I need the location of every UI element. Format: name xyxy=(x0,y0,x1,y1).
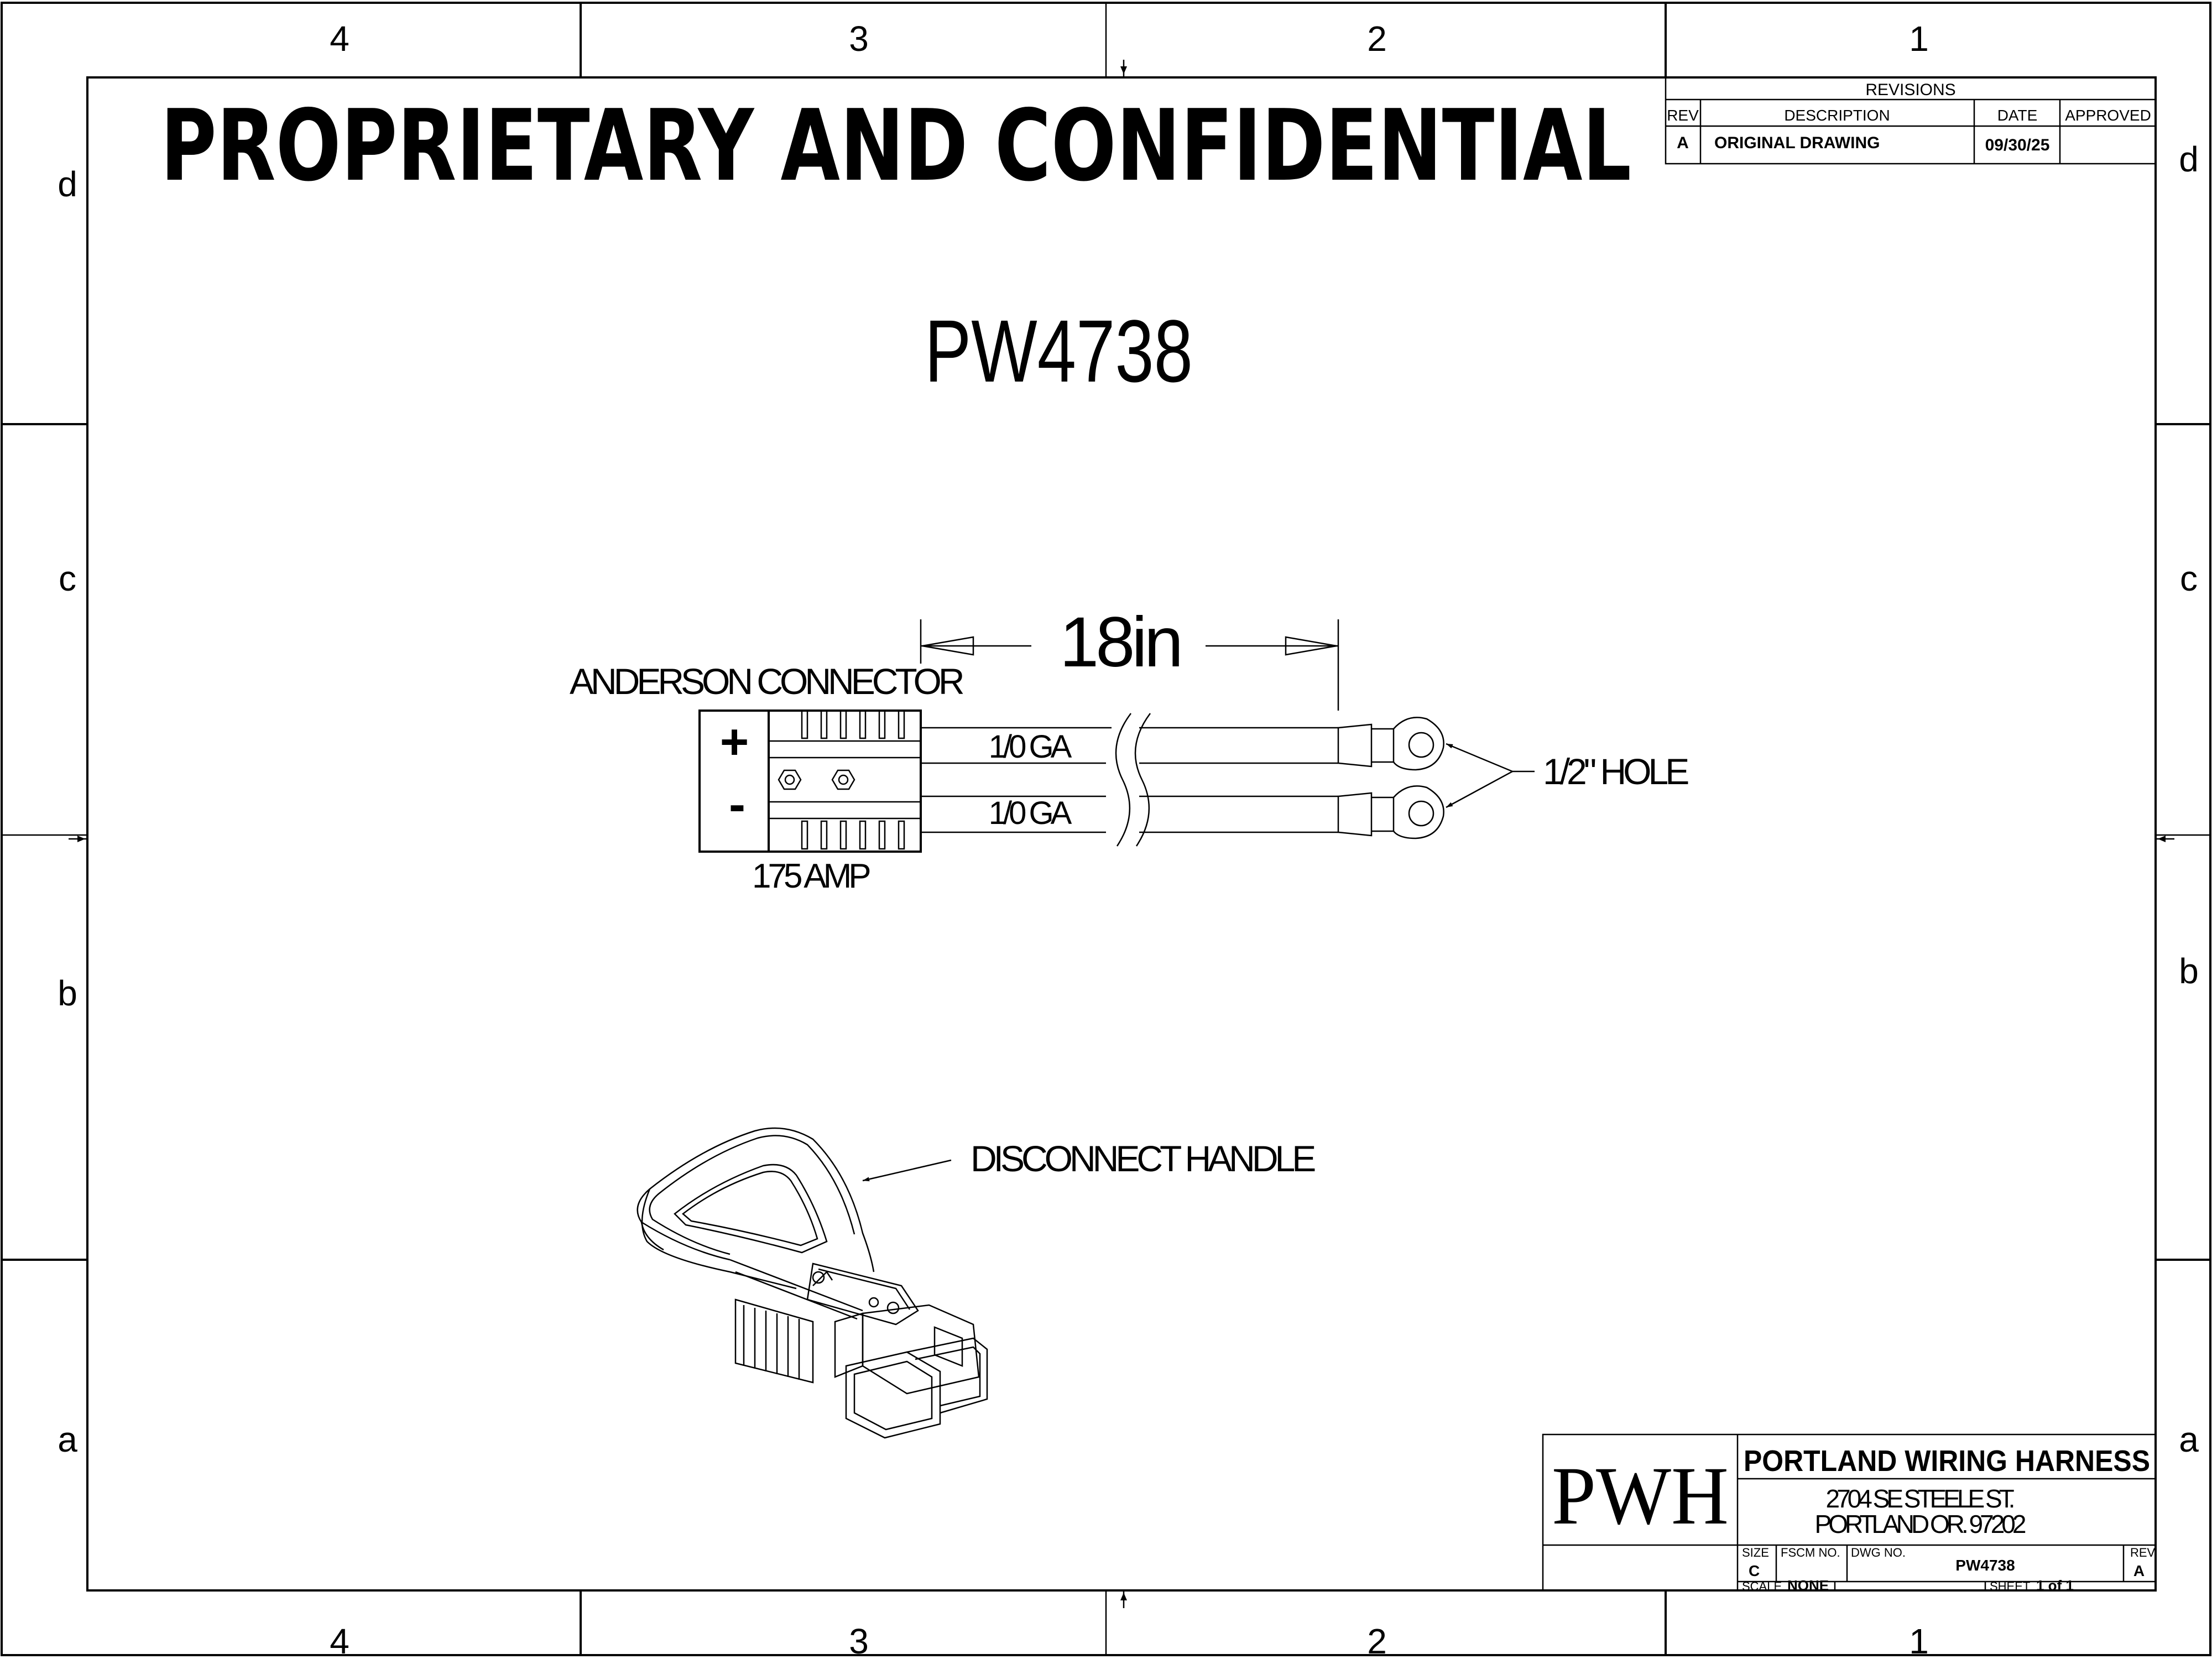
zone-top-1: 1 xyxy=(1909,19,1929,59)
hole-label: 1/2" HOLE xyxy=(1543,751,1688,792)
rev-header: REV xyxy=(1667,107,1699,124)
confidential-banner: PROPRIETARY AND CONFIDENTIAL xyxy=(160,88,1631,203)
revisions-table: REVISIONS REV DESCRIPTION DATE APPROVED … xyxy=(1665,76,2157,165)
zone-top-2: 2 xyxy=(1367,19,1387,59)
zone-right-d: d xyxy=(2179,139,2199,179)
connector-label: ANDERSON CONNECTOR xyxy=(570,661,963,702)
wire-top-label: 1/0 GA xyxy=(989,729,1072,765)
address-line2: PORTLAND OR. 97202 xyxy=(1815,1510,2026,1538)
zone-top-3: 3 xyxy=(849,19,869,59)
zone-right-a: a xyxy=(2179,1420,2199,1459)
length-dimension: 18in xyxy=(920,603,1339,711)
pwh-logo: PWH xyxy=(1552,1450,1729,1542)
part-number-title: PW4738 xyxy=(925,301,1193,400)
wire-bottom-label: 1/0 GA xyxy=(989,795,1072,831)
zone-left-a: a xyxy=(58,1420,77,1459)
address-line1: 2704 SE STEELE ST. xyxy=(1826,1484,2015,1513)
zone-labels-left: d c b a xyxy=(58,164,77,1459)
rev-row-description: ORIGINAL DRAWING xyxy=(1714,134,1880,152)
zone-left-d: d xyxy=(58,164,77,204)
disconnect-handle-illustration xyxy=(637,1127,988,1439)
hole-leaders xyxy=(1446,743,1535,808)
dwg-label: DWG NO. xyxy=(1851,1546,1906,1559)
zone-labels-bottom: 4 3 2 1 xyxy=(330,1621,1929,1659)
fscm-label: FSCM NO. xyxy=(1781,1546,1840,1559)
negative-symbol: - xyxy=(729,777,745,832)
title-block: PWH PORTLAND WIRING HARNESS 2704 SE STEE… xyxy=(1542,1433,2157,1594)
zone-labels-top: 4 3 2 1 xyxy=(330,19,1929,59)
zone-bottom-2: 2 xyxy=(1367,1621,1387,1659)
size-label: SIZE xyxy=(1742,1546,1769,1559)
zone-top-4: 4 xyxy=(330,19,349,59)
sheet-label: SHEET xyxy=(1990,1579,2030,1593)
dwg-value: PW4738 xyxy=(1955,1557,2015,1574)
ring-terminal-top xyxy=(1337,717,1444,771)
size-value: C xyxy=(1749,1562,1760,1579)
rev-label: REV xyxy=(2130,1546,2156,1559)
positive-symbol: + xyxy=(720,714,749,770)
approved-header: APPROVED xyxy=(2065,107,2151,124)
centering-marks xyxy=(69,60,2174,1608)
wire-positive: 1/0 GA xyxy=(921,727,1338,765)
zone-left-b: b xyxy=(58,973,77,1013)
rev-value: A xyxy=(2133,1562,2145,1579)
wire-negative: 1/0 GA xyxy=(921,795,1338,833)
zone-right-b: b xyxy=(2179,951,2199,991)
zone-bottom-4: 4 xyxy=(330,1621,349,1659)
revisions-title: REVISIONS xyxy=(1865,81,1955,99)
length-label: 18in xyxy=(1060,603,1180,682)
ring-terminal-bottom xyxy=(1337,785,1444,839)
company-name: PORTLAND WIRING HARNESS xyxy=(1744,1444,2150,1478)
anderson-connector: + - xyxy=(698,709,922,853)
zone-bottom-3: 3 xyxy=(849,1621,869,1659)
rev-row-rev: A xyxy=(1677,134,1689,152)
amp-label: 175 AMP xyxy=(752,857,870,895)
scale-value: NONE xyxy=(1787,1577,1829,1594)
wire-break-symbol xyxy=(1115,713,1151,847)
zone-bottom-1: 1 xyxy=(1909,1621,1929,1659)
sheet-value: 1 of 1 xyxy=(2036,1577,2074,1594)
scale-label: SCALE xyxy=(1742,1579,1782,1593)
description-header: DESCRIPTION xyxy=(1784,107,1890,124)
handle-label: DISCONNECT HANDLE xyxy=(971,1138,1315,1179)
harness-drawing: 18in xyxy=(570,603,1692,895)
rev-row-date: 09/30/25 xyxy=(1985,136,2050,154)
zone-right-c: c xyxy=(2180,559,2198,598)
date-header: DATE xyxy=(1997,107,2038,124)
zone-labels-right: d c b a xyxy=(2179,139,2199,1459)
zone-left-c: c xyxy=(59,559,76,598)
